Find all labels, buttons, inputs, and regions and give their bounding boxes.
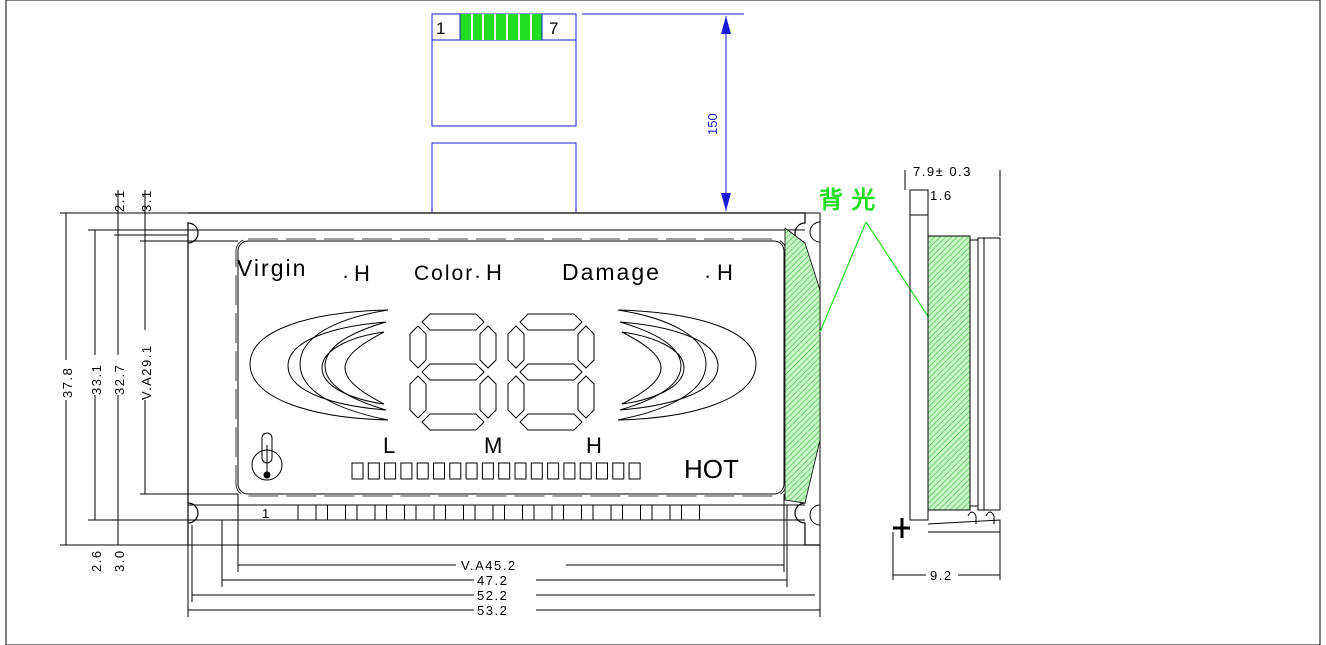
dim-thickness: 7.9± 0.3 [913,164,972,179]
svg-text:•: • [706,272,709,282]
label-damage-h: H [717,260,733,285]
terminal-pin [474,505,494,521]
terminal-pin [533,505,553,521]
terminal-pin [445,505,464,521]
dim-3-0: 3.0 [112,549,127,572]
digit-2 [507,313,595,431]
bar-segment [530,462,543,480]
fpc-pin-last: 7 [549,19,558,38]
fpc-tail-lower [431,142,577,214]
dim-37-8: 37.8 [60,367,75,398]
dim-depth: 9.2 [930,568,953,583]
bar-segment [481,462,494,480]
terminal-pin [327,505,346,521]
backlight-front [784,227,821,504]
dim-150-arrow-top [721,16,731,34]
side-backlight [927,235,971,511]
fpc-connector: 1 7 150 [431,13,744,214]
dim-va-height: V.A29.1 [139,344,154,400]
bar-segment [628,462,641,480]
label-low: L [383,433,395,458]
dim-150-arrow-bottom [721,193,731,211]
fpc-pin-first: 1 [436,19,445,38]
lcd-outline [187,212,821,546]
bar-segment [596,462,608,480]
bar-segment [416,462,429,480]
fpc-pad-gaps [471,14,532,40]
bar-segment [465,462,478,480]
side-view [892,170,1001,580]
digit-1 [409,313,497,431]
label-virgin-h: H [354,261,370,286]
bar-segment [433,462,445,480]
pin-one-label: 1 [262,506,269,521]
label-damage: Damage [562,259,661,285]
svg-text:•: • [476,272,479,282]
dim-2-1: 2.1 [112,189,127,212]
crescent-right [617,309,757,421]
terminal-pin [592,505,612,521]
backlight-leaders [819,221,938,333]
bar-segment [563,462,576,480]
label-color-h: H [486,260,502,285]
terminal-pin [681,505,700,521]
bar-segment [367,462,380,480]
bar-segment [351,462,364,480]
terminal-pin [415,505,435,521]
side-glass [909,189,929,521]
label-virgin: Virgin [237,255,307,281]
fpc-contact-pads [460,14,542,40]
dim-52-2: 52.2 [477,588,508,603]
dim-2-6: 2.6 [89,549,104,572]
terminal-pin [563,505,582,521]
terminal-pins [297,505,700,521]
label-high: H [586,433,602,458]
dim-47-2: 47.2 [477,573,508,588]
bar-segment [547,462,560,480]
svg-text:•: • [344,272,347,282]
terminal-pin [297,505,317,521]
terminal-pin [386,505,405,521]
label-color: Color [414,262,474,285]
dim-53-2: 53.2 [477,603,508,618]
bar-segment [514,462,527,480]
level-bargraph [351,462,641,480]
backlight-label: 背 光 [819,186,875,214]
dim-3-1: 3.1 [139,189,154,212]
thermometer-icon [251,432,283,481]
terminal-pin [622,505,641,521]
label-hot: HOT [684,454,739,484]
terminal-pin [651,505,671,521]
viewing-area [237,240,785,495]
bar-segment [384,462,397,480]
dim-glass: 1.6 [930,188,953,203]
bar-segment [498,462,511,480]
dim-va-width: V.A45.2 [461,558,517,573]
bar-segment [400,462,413,480]
terminal-pin [356,505,376,521]
bar-segment [579,462,592,480]
terminal-pin [504,505,523,521]
lcd-segments: Virgin • H Color • H Damage • H [237,255,757,484]
crescent-left [249,309,389,421]
dim-150-text: 150 [705,113,720,135]
dim-33-1: 33.1 [89,364,104,395]
page-frame [5,0,1321,645]
bar-segment [449,462,462,480]
bar-segment [612,462,625,480]
dim-32-7: 32.7 [112,364,127,395]
label-mid: M [484,433,502,458]
